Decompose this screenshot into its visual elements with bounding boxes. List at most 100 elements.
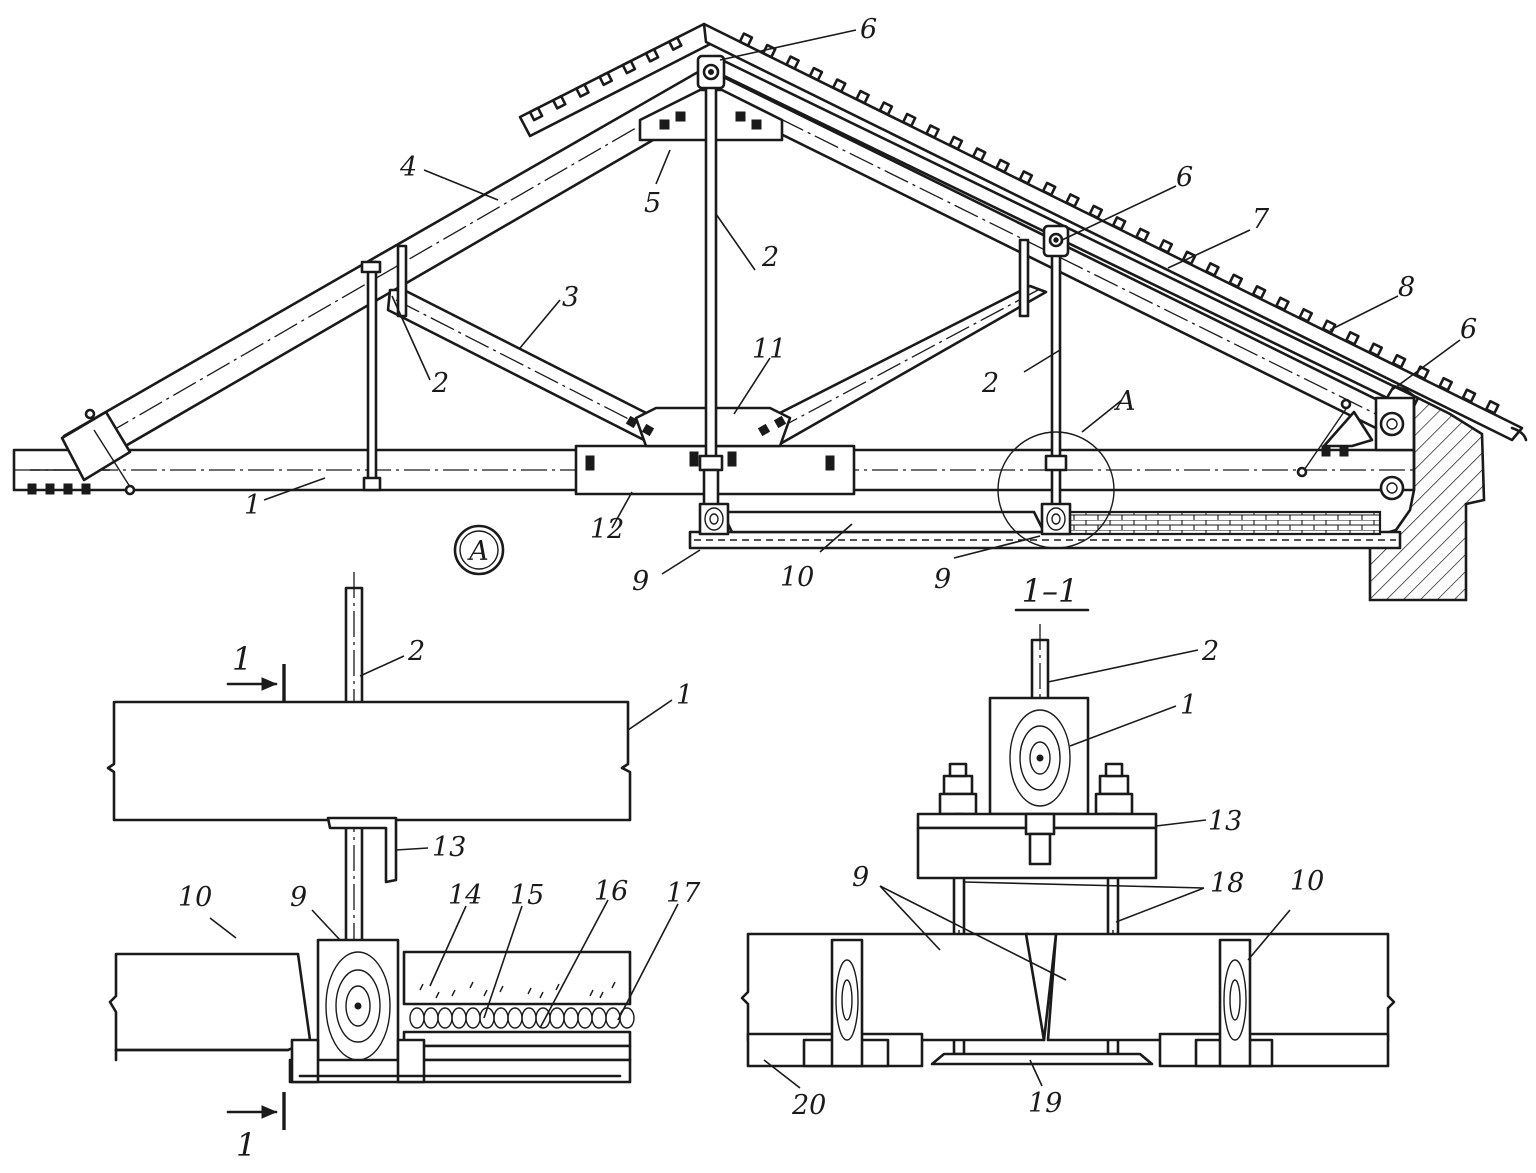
section-hanger — [1030, 624, 1050, 702]
roof-tile — [901, 112, 917, 128]
insulation-loop — [577, 1007, 593, 1029]
section-mark-top: 1 — [226, 640, 286, 704]
texture-mark — [469, 981, 474, 989]
label-rafter: 4 — [399, 152, 417, 183]
roof-tile — [598, 71, 613, 87]
bolt-ridge — [696, 54, 726, 90]
roof-tile — [1275, 296, 1290, 312]
section-mark-bottom: 1 — [226, 1092, 286, 1164]
insulation-loop — [521, 1007, 537, 1029]
detail-chord — [106, 700, 632, 822]
roof-tile — [1041, 181, 1057, 197]
roof-tile — [575, 83, 590, 98]
texture-mark — [589, 989, 594, 997]
detail-chord-label: 1 — [676, 680, 693, 711]
section-base-label: 20 — [791, 1090, 826, 1121]
section-panel-boards — [830, 938, 1252, 1068]
main-leaders — [263, 29, 1461, 575]
roof-tile — [528, 106, 544, 122]
detail-layer-14: 14 — [448, 880, 482, 911]
roof-tile — [738, 32, 754, 47]
label-ridge-gusset: 5 — [644, 188, 661, 219]
roof-tile — [995, 158, 1010, 174]
label-bolt-ridge: 6 — [860, 14, 877, 45]
section-plate-label: 19 — [1028, 1088, 1062, 1119]
roof-tile — [1368, 342, 1384, 358]
roof-tile — [1088, 204, 1104, 220]
brace-right — [764, 284, 1048, 446]
section-title-label: 1–1 — [1022, 572, 1079, 610]
section-hanger-label: 2 — [1201, 636, 1219, 667]
detail-a-labels: 2 1 13 10 9 14 15 16 17 — [178, 636, 701, 913]
roof-tile — [1298, 307, 1314, 323]
section-1-1: 1–1 — [740, 572, 1396, 1121]
insulation-loop — [451, 1007, 467, 1029]
detail-panel — [108, 952, 312, 1062]
section-panel-label: 10 — [1290, 866, 1324, 897]
section-labels: 2 1 13 9 18 10 19 20 — [791, 636, 1324, 1121]
detail-beam-label: 9 — [290, 882, 307, 913]
insulation-loop — [535, 1007, 551, 1029]
detail-marker: A — [453, 524, 505, 576]
texture-mark — [611, 981, 616, 989]
label-center-plate: 11 — [752, 334, 786, 365]
ceiling-beam-right — [1040, 502, 1072, 536]
section-angle — [916, 812, 1158, 880]
label-roof-deck: 7 — [1252, 204, 1270, 235]
detail-layer-16: 16 — [594, 876, 628, 907]
texture-mark — [539, 991, 544, 999]
detail-beam — [316, 938, 400, 1074]
insulation-loop — [591, 1007, 607, 1029]
section-beam-label: 9 — [852, 862, 869, 893]
roof-tile — [1158, 239, 1174, 254]
roof-tile — [1065, 193, 1080, 208]
detail-marker-label: A — [466, 536, 489, 567]
roof-tile — [1228, 273, 1244, 289]
left-eave — [60, 408, 136, 496]
detail-angle — [326, 816, 398, 884]
label-splice-plate: 12 — [590, 514, 624, 545]
roof-tile — [1461, 388, 1477, 404]
detail-a: 1 1 — [106, 572, 701, 1164]
hanger-left — [360, 244, 408, 492]
roof-tile — [1205, 262, 1220, 277]
roof-tile — [1438, 376, 1453, 392]
label-hanger-right: 2 — [981, 368, 999, 399]
texture-mark — [499, 985, 504, 993]
label-hanger-center: 2 — [761, 242, 779, 273]
insulation-loop — [409, 1007, 425, 1029]
roof-tile — [1391, 353, 1407, 369]
roof-tile — [761, 43, 777, 59]
roof-tile — [948, 135, 964, 151]
roof-tile — [808, 66, 824, 82]
insulation-loop — [563, 1007, 579, 1029]
label-ceiling-panel: 10 — [780, 562, 814, 593]
insulation-loop — [549, 1007, 565, 1029]
brace-left — [386, 288, 662, 444]
splice-bolts — [585, 451, 835, 471]
roof-tile — [785, 55, 800, 70]
roof-tile — [855, 89, 870, 105]
texture-mark — [483, 989, 488, 997]
insulation-loop — [619, 1007, 635, 1029]
detail-layer-17: 17 — [666, 878, 701, 909]
insulation-loop — [493, 1007, 509, 1029]
section-leaders — [763, 649, 1291, 1089]
detail-panel-label: 10 — [178, 882, 212, 913]
section-chord — [988, 696, 1090, 816]
label-brace: 3 — [562, 282, 579, 313]
main-labels: 1 2 2 2 3 4 5 6 6 6 7 8 9 9 10 11 12 A — [244, 14, 1477, 597]
section-title: 1–1 — [1014, 572, 1090, 612]
section-bolts-label: 18 — [1210, 868, 1244, 899]
insulation-loop — [605, 1007, 621, 1029]
ceiling-beam-left — [698, 502, 730, 536]
texture-mark — [451, 989, 456, 997]
roof-tile — [971, 147, 987, 162]
roof-tile — [878, 101, 894, 116]
label-bolt-mid: 6 — [1176, 162, 1193, 193]
section-angle-label: 13 — [1208, 806, 1242, 837]
detail-circle — [997, 431, 1115, 549]
detail-angle-label: 13 — [432, 832, 466, 863]
